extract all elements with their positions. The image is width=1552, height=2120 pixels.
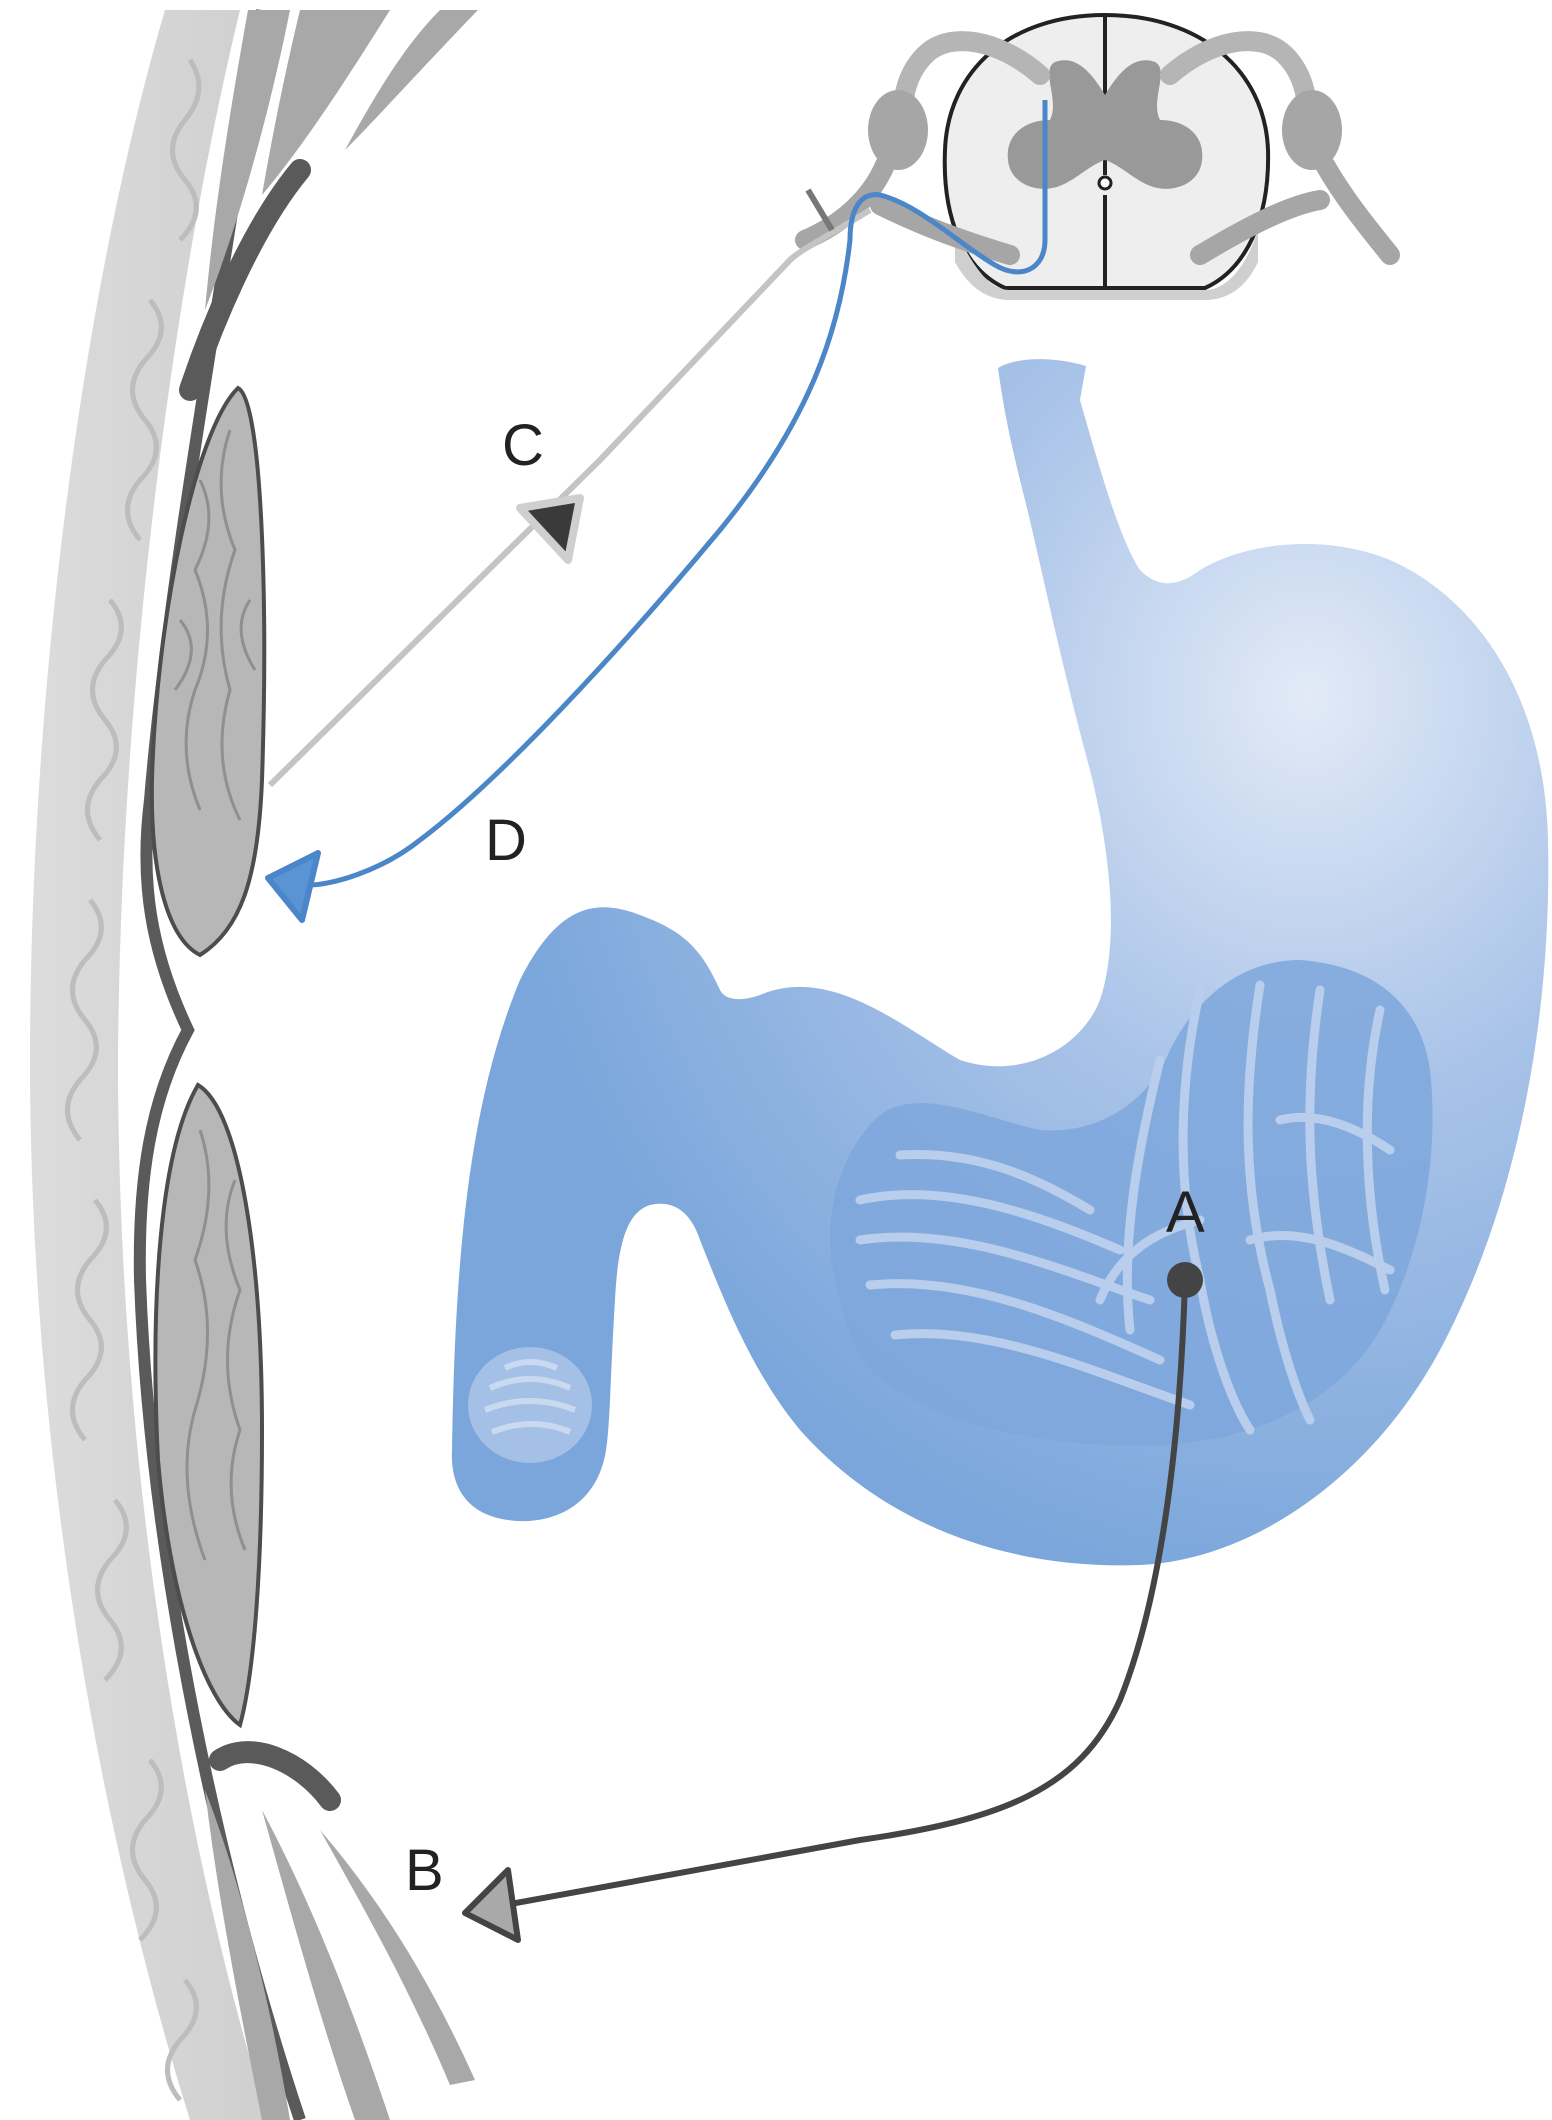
- rib-layer: [30, 10, 268, 2120]
- pathway-a-b: [462, 1262, 1203, 1943]
- pathway-d-line: [309, 100, 1048, 888]
- lower-muscle-strands: [205, 1790, 475, 2120]
- rectus-upper-texture: [173, 429, 257, 821]
- label-b: B: [405, 1838, 444, 1903]
- pylorus: [468, 1347, 592, 1463]
- upper-muscle-strands: [205, 10, 478, 310]
- rectus-muscle-lower: [153, 1082, 265, 1729]
- spinal-cord-base: [955, 230, 1258, 300]
- gastric-rugae: [855, 980, 1395, 1435]
- label-c: C: [502, 413, 544, 478]
- pathway-c-tick: [805, 188, 835, 232]
- pylorus-folds: [483, 1359, 577, 1435]
- dorsal-root-ganglion-right: [1282, 90, 1342, 170]
- pathway-c-arrowhead: [516, 494, 584, 564]
- label-d: D: [485, 808, 527, 873]
- spinal-nerve-right: [1190, 155, 1400, 265]
- spinal-cord: [795, 12, 1400, 300]
- pathway-d: [265, 100, 1048, 923]
- dorsal-root-ganglion-left: [868, 90, 928, 170]
- pathway-c: [267, 188, 872, 788]
- pathway-ab-line: [504, 1279, 1188, 1908]
- stomach: [451, 359, 1549, 1566]
- rectus-muscle-upper: [149, 385, 267, 958]
- label-a: A: [1166, 1180, 1205, 1245]
- abdominal-wall: [30, 9, 478, 2120]
- pathway-d-arrowhead: [265, 850, 321, 923]
- pathway-b-arrowhead: [462, 1867, 521, 1943]
- pathway-c-line: [267, 207, 872, 788]
- rectus-lower-texture: [185, 1129, 247, 1561]
- rib-texture: [65, 58, 202, 2102]
- point-a-marker: [1167, 1262, 1203, 1298]
- gray-matter: [1007, 60, 1203, 189]
- fascia-line-inner: [179, 159, 341, 1811]
- fascia-line: [133, 9, 306, 2120]
- central-canal: [1097, 175, 1113, 191]
